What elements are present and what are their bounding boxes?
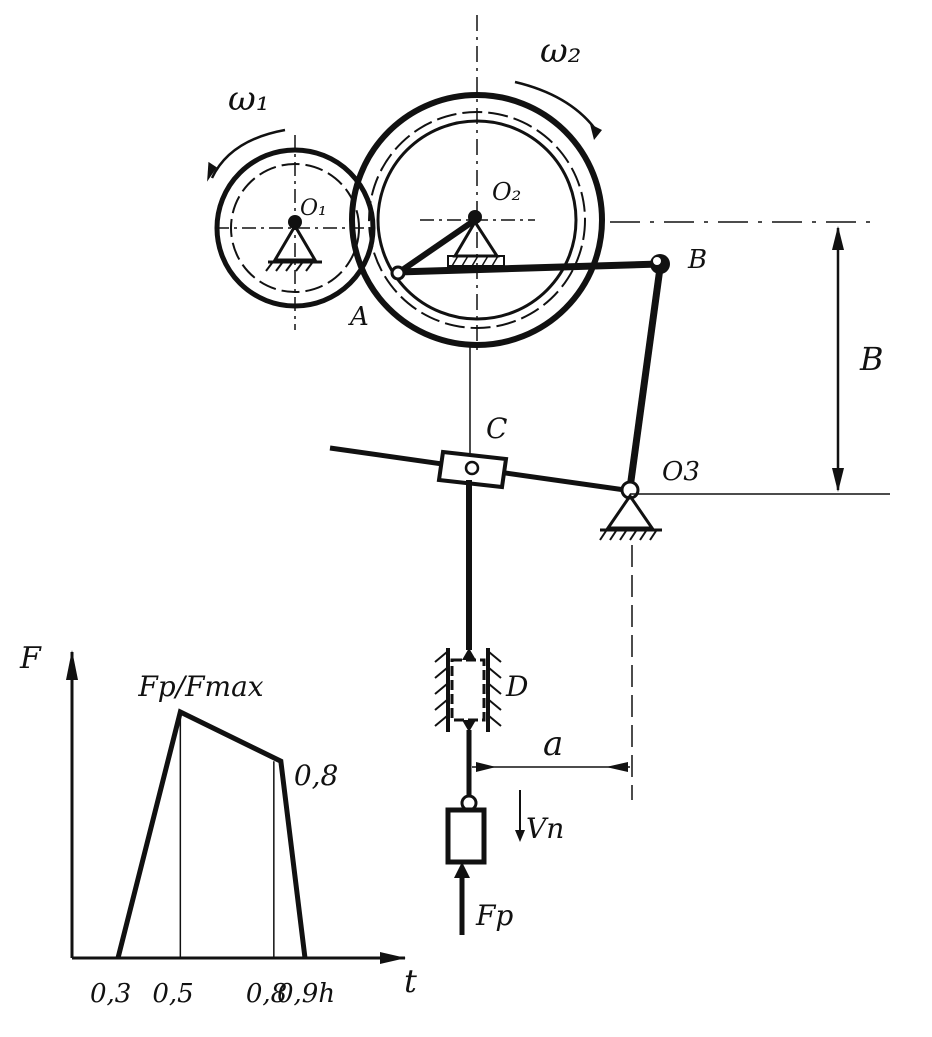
slotted-link (329, 445, 662, 541)
dimensions (472, 221, 890, 800)
gear-2 (349, 15, 605, 355)
gear-1 (214, 135, 376, 330)
chart-tick-label: 0,5 (152, 979, 193, 1009)
fp-label: Fp (475, 899, 513, 932)
chart-end-label: 0,8 (294, 759, 339, 792)
o2-label: O₂ (492, 178, 521, 206)
rod-and-guide (434, 480, 525, 935)
chart-tick-label: 0,9h (277, 979, 335, 1009)
a-label: A (348, 302, 369, 332)
d-label: D (505, 670, 528, 703)
chart-ylabel: F (19, 641, 42, 676)
dim-a-label: a (543, 724, 563, 764)
rotation-arrows (207, 80, 602, 182)
dim-b-label: B (859, 340, 884, 378)
chart-tick-label: 0,8 (246, 979, 287, 1009)
o1-label: O₁ (300, 196, 327, 221)
chart-peak-label: Fp/Fmax (137, 670, 263, 703)
b-label: B (687, 245, 707, 275)
c-label: C (486, 412, 507, 445)
o3-label: O3 (662, 457, 700, 487)
chart-xlabel: t (404, 962, 417, 1000)
force-curve (115, 708, 308, 959)
joint-a (390, 265, 406, 281)
omega2-label: ω₂ (540, 31, 581, 71)
vn-label: Vn (526, 812, 564, 845)
chart-tick-label: 0,3 (90, 979, 131, 1009)
omega1-label: ω₁ (228, 79, 269, 119)
linkage (390, 217, 670, 489)
